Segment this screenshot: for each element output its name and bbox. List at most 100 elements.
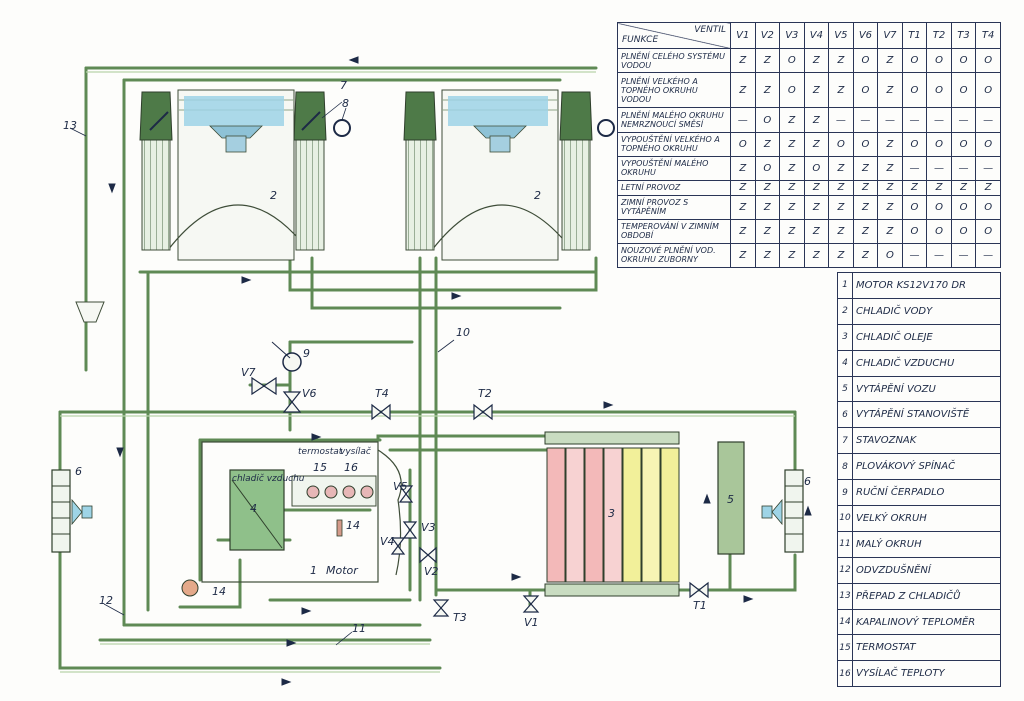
label-9: 9: [303, 347, 310, 360]
valve-state-cell: Z: [950, 179, 977, 196]
valve-state-cell: O: [754, 155, 781, 181]
valve-state-cell: Z: [754, 194, 781, 220]
column-header: V4: [803, 22, 830, 49]
valve-state-cell: O: [877, 242, 903, 269]
valve-state-cell: Z: [730, 179, 756, 196]
label-v6: V6: [302, 387, 317, 400]
valve-state-cell: —: [950, 107, 977, 133]
legend-number: 7: [837, 427, 853, 455]
valve-state-cell: Z: [975, 179, 1001, 196]
label-motor-text: Motor: [326, 564, 358, 577]
valve-state-cell: Z: [803, 194, 830, 220]
pipe-network-light: [60, 71, 795, 673]
oil-cooler: [544, 431, 680, 597]
water-cooler-left: [139, 89, 327, 261]
label-7: 7: [340, 79, 347, 92]
legend-number: 13: [837, 582, 853, 610]
label-15: 15: [313, 461, 327, 474]
column-header: T1: [901, 22, 928, 49]
label-t2: T2: [478, 387, 492, 400]
label-6-left: 6: [75, 465, 82, 478]
valve-state-cell: O: [901, 131, 928, 157]
column-header: V6: [852, 22, 879, 49]
legend-label: CHLADIČ VZDUCHU: [852, 349, 1001, 377]
legend-number: 6: [837, 401, 853, 429]
valve-state-cell: —: [950, 155, 977, 181]
valve-state-cell: O: [926, 47, 952, 74]
car-heater: [717, 441, 745, 555]
valve-state-cell: O: [901, 72, 928, 109]
valve-state-cell: O: [901, 194, 928, 220]
valve-state-cell: Z: [779, 179, 805, 196]
valve-state-cell: Z: [730, 155, 756, 181]
engine-block: [181, 441, 379, 597]
column-header: T2: [926, 22, 952, 49]
valve-state-cell: Z: [803, 218, 830, 244]
label-2-left: 2: [270, 189, 277, 202]
label-16: 16: [344, 461, 358, 474]
valve-state-cell: O: [852, 131, 879, 157]
header-funkce: FUNKCE: [622, 35, 659, 45]
valve-state-cell: —: [926, 155, 952, 181]
legend-label: TERMOSTAT: [852, 634, 1001, 662]
legend-label: RUČNÍ ČERPADLO: [852, 479, 1001, 507]
label-4-text: chladič vzduchu: [232, 474, 305, 484]
valve-state-cell: O: [779, 47, 805, 74]
valve-state-cell: Z: [901, 179, 928, 196]
valve-state-cell: —: [975, 155, 1001, 181]
float-switch-8-right: [597, 119, 615, 137]
legend-label: STAVOZNAK: [852, 427, 1001, 455]
valve-state-cell: Z: [803, 47, 830, 74]
function-cell: VYPOUŠTĚNÍ VELKÉHO A TOPNÉHO OKRUHU: [617, 131, 731, 157]
valve-state-cell: —: [950, 242, 977, 269]
valve-state-cell: Z: [828, 72, 854, 109]
valve-state-cell: Z: [730, 194, 756, 220]
legend-label: KAPALINOVÝ TEPLOMĚR: [852, 608, 1001, 636]
label-v3: V3: [421, 521, 436, 534]
valve-state-cell: Z: [877, 131, 903, 157]
valves: [251, 376, 709, 617]
cab-heater-left: [51, 469, 93, 553]
valve-state-cell: O: [754, 107, 781, 133]
label-13: 13: [63, 119, 77, 132]
pipe-network: [58, 66, 797, 670]
valve-state-cell: O: [901, 47, 928, 74]
valve-state-cell: O: [975, 218, 1001, 244]
valve-state-cell: Z: [828, 179, 854, 196]
valve-state-cell: Z: [779, 218, 805, 244]
legend-number: 9: [837, 479, 853, 507]
valve-state-cell: Z: [779, 155, 805, 181]
valve-state-cell: Z: [779, 131, 805, 157]
function-cell: VYPOUŠTĚNÍ MALÉHO OKRUHU: [617, 155, 731, 181]
legend-number: 5: [837, 375, 853, 403]
valve-state-cell: Z: [877, 155, 903, 181]
valve-state-cell: —: [877, 107, 903, 133]
valve-state-cell: Z: [803, 131, 830, 157]
valve-state-cell: —: [901, 155, 928, 181]
valve-state-cell: O: [926, 218, 952, 244]
valve-state-cell: Z: [803, 72, 830, 109]
valve-state-cell: Z: [803, 242, 830, 269]
valve-state-cell: Z: [754, 72, 781, 109]
float-switch-8-left: [333, 119, 351, 137]
label-v4: V4: [380, 535, 395, 548]
label-t4: T4: [375, 387, 389, 400]
valve-state-cell: Z: [730, 72, 756, 109]
valve-state-cell: —: [852, 107, 879, 133]
valve-state-cell: Z: [852, 242, 879, 269]
valve-state-cell: —: [926, 242, 952, 269]
valve-state-cell: Z: [779, 242, 805, 269]
